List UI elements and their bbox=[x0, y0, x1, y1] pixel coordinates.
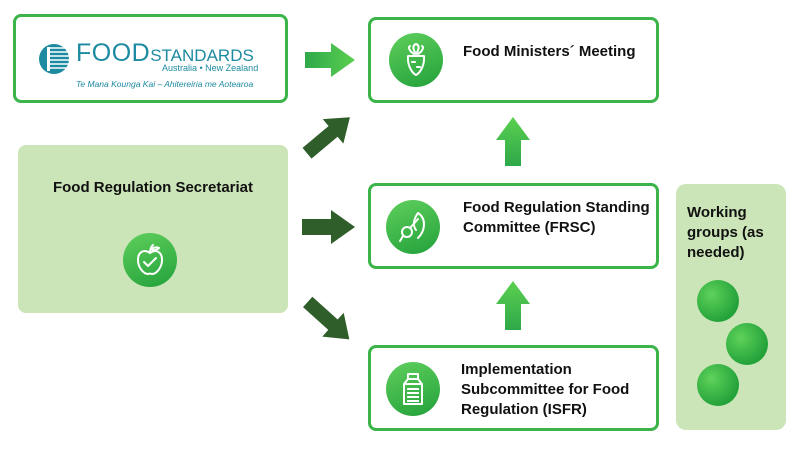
working-group-dot bbox=[726, 323, 768, 365]
fsanz-logo-box: FOODSTANDARDS Australia • New Zealand Te… bbox=[13, 14, 288, 103]
fsanz-maori-tagline: Te Mana Kounga Kai – Ahitereiria me Aote… bbox=[76, 79, 254, 89]
arrow-fsanz-to-ministers bbox=[305, 43, 355, 77]
secretariat-panel: Food Regulation Secretariat bbox=[18, 145, 288, 313]
fsanz-food-word: FOOD bbox=[76, 39, 151, 67]
isfr-label: Implementation Subcommittee for Food Reg… bbox=[461, 361, 630, 418]
arrow-frsc-to-ministers bbox=[496, 117, 530, 166]
arrow-secretariat-to-ministers bbox=[302, 117, 350, 159]
utensils-icon bbox=[386, 200, 440, 254]
frsc-label: Food Regulation Standing Committee (FRSC… bbox=[463, 199, 650, 236]
arrow-secretariat-to-frsc bbox=[302, 210, 355, 244]
isfr-node: Implementation Subcommittee for Food Reg… bbox=[368, 345, 659, 431]
carrot-icon bbox=[389, 33, 443, 87]
fsanz-region: Australia • New Zealand bbox=[162, 63, 259, 73]
arrow-secretariat-to-isfr bbox=[303, 296, 350, 340]
apple-check-icon bbox=[123, 233, 177, 287]
working-groups-panel: Working groups (as needed) bbox=[676, 184, 786, 430]
fsanz-wordmark: FOODSTANDARDS bbox=[76, 39, 254, 70]
ministers-meeting-label: Food Ministers´ Meeting bbox=[463, 43, 636, 60]
milk-carton-icon bbox=[386, 362, 440, 416]
fsanz-emblem-icon bbox=[39, 44, 69, 74]
ministers-meeting-node: Food Ministers´ Meeting bbox=[368, 17, 659, 103]
working-groups-label: Working groups (as needed) bbox=[687, 204, 764, 261]
arrow-isfr-to-frsc bbox=[496, 281, 530, 330]
working-group-dot bbox=[697, 364, 739, 406]
frsc-node: Food Regulation Standing Committee (FRSC… bbox=[368, 183, 659, 269]
working-group-dot bbox=[697, 280, 739, 322]
secretariat-label: Food Regulation Secretariat bbox=[52, 179, 254, 196]
fsanz-standards-word: STANDARDS bbox=[150, 46, 254, 65]
